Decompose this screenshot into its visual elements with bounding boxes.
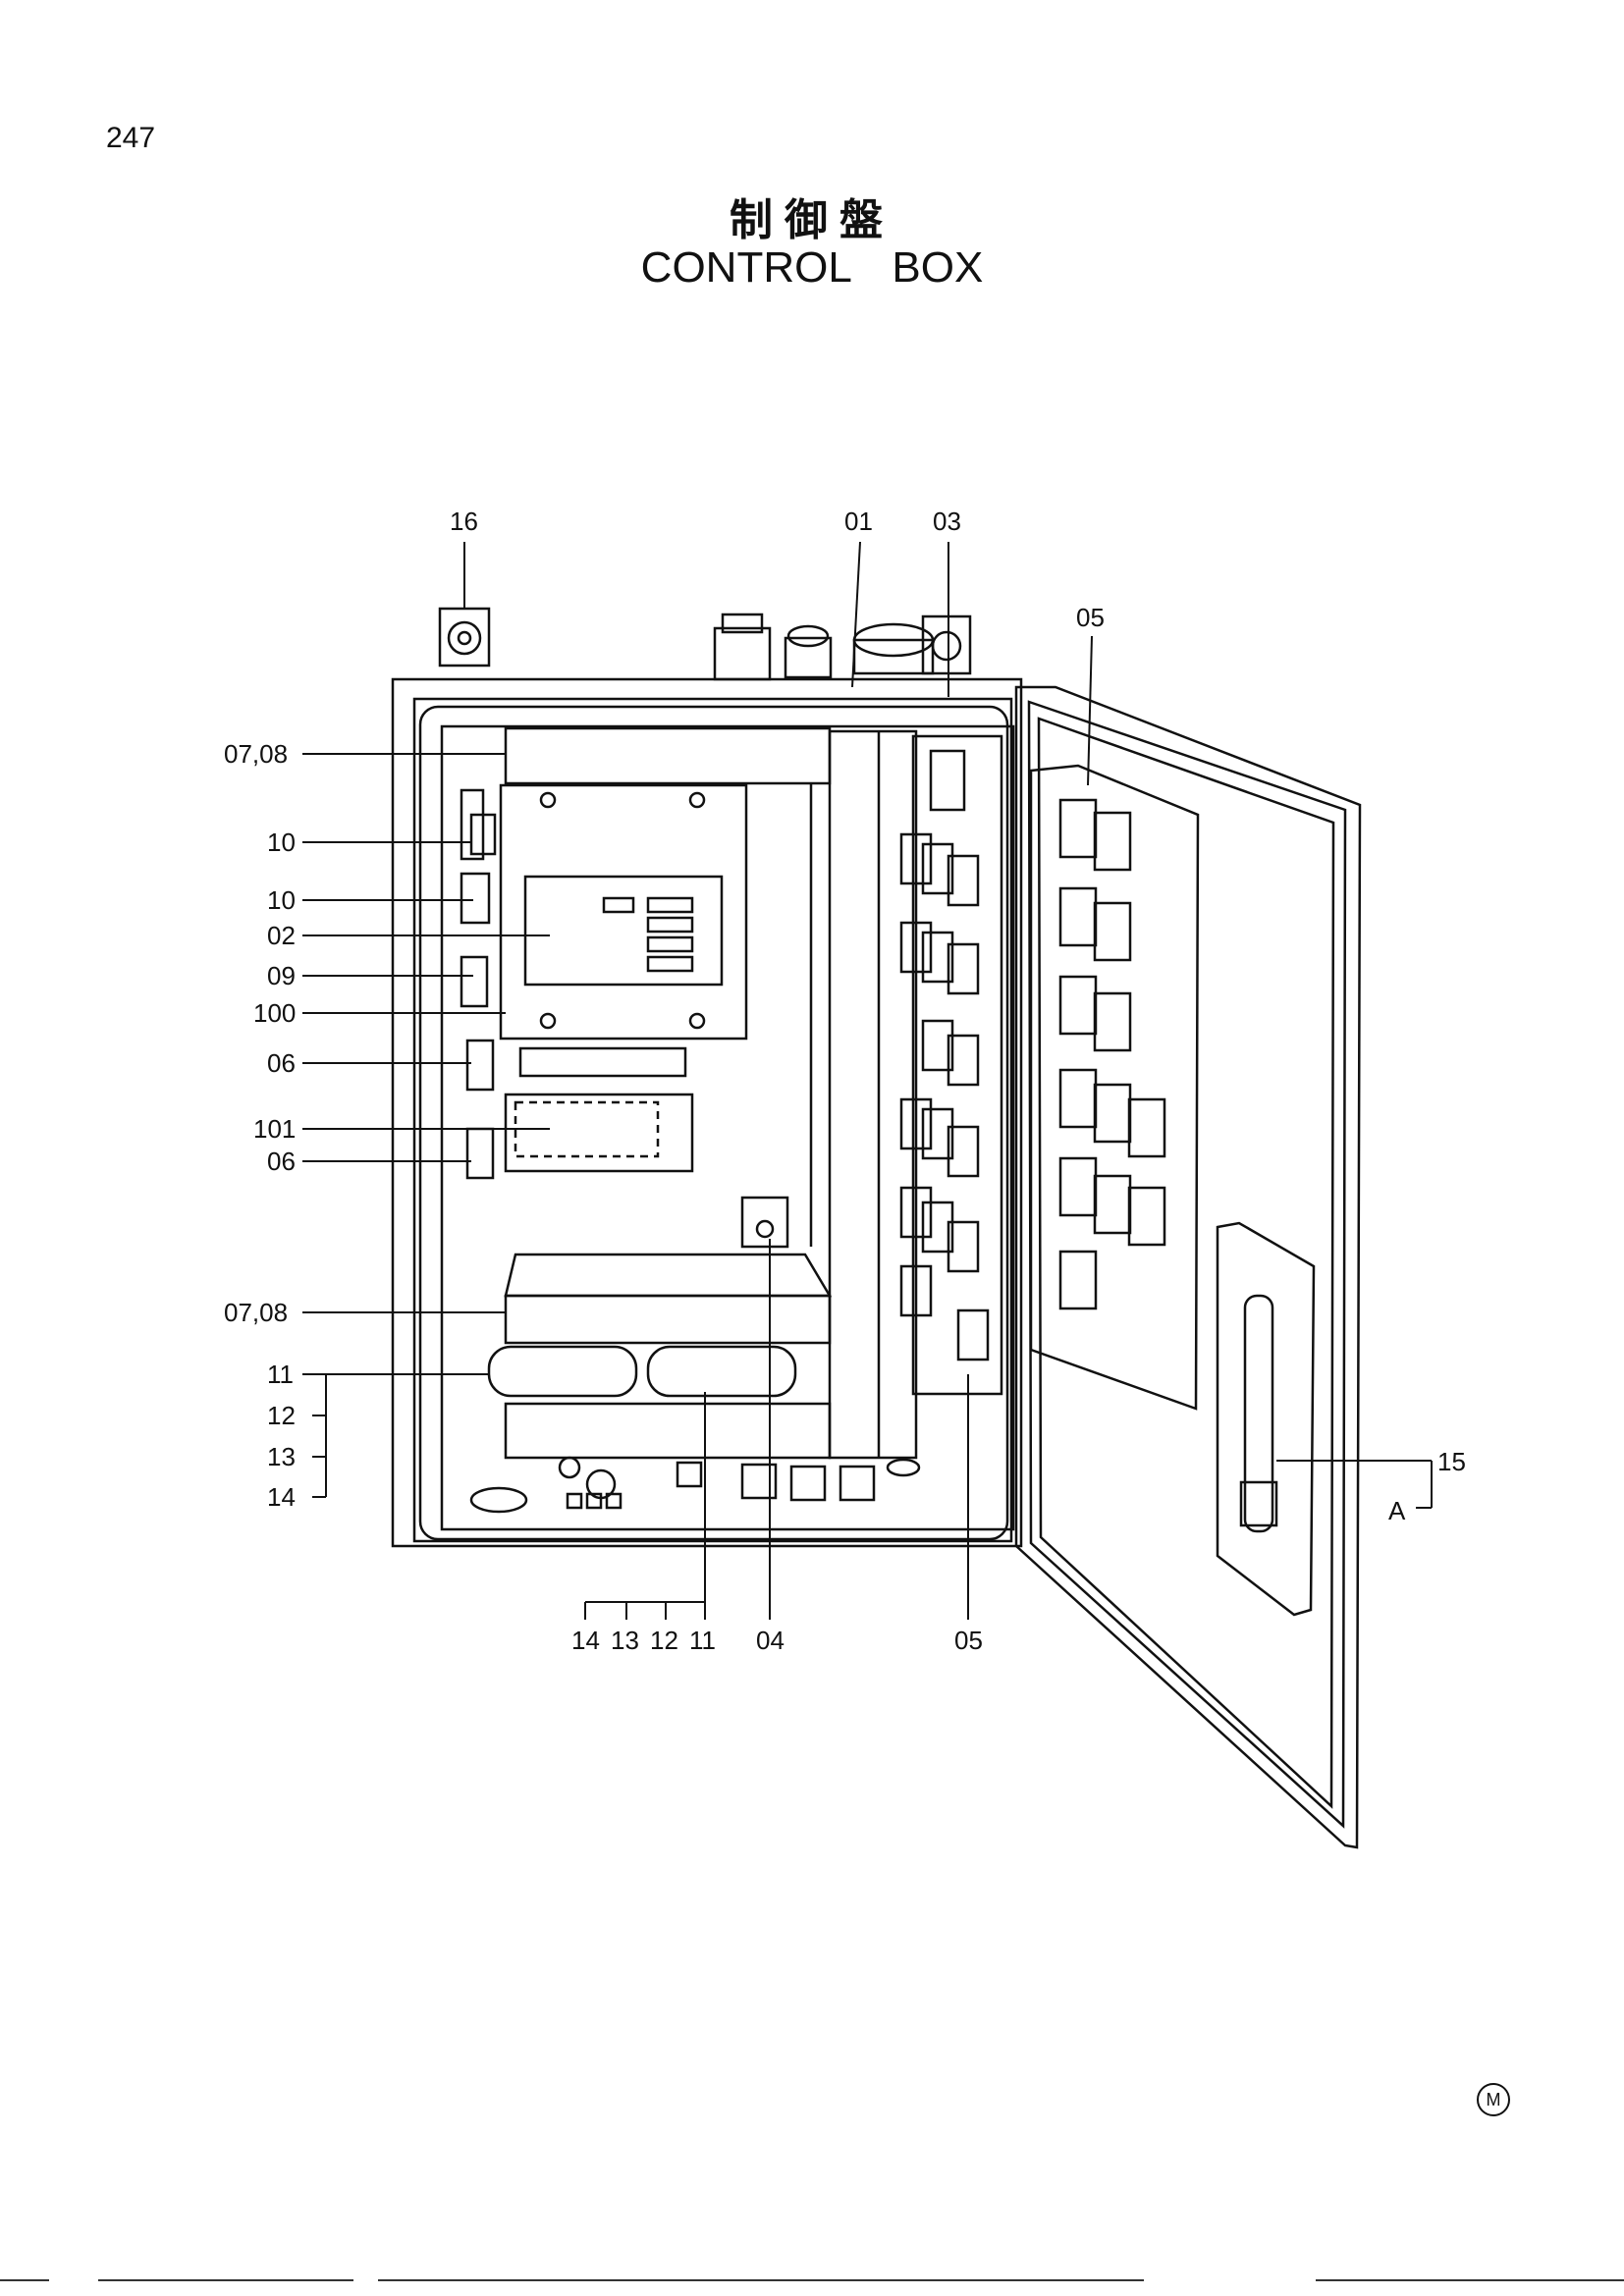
socket <box>740 1196 789 1249</box>
vertical-duct <box>809 729 918 1460</box>
callout-05-top: 05 <box>1076 603 1105 632</box>
callout-13-left: 13 <box>267 1442 296 1471</box>
callout-03: 03 <box>933 507 961 536</box>
callout-16: 16 <box>450 507 478 536</box>
callout-100: 100 <box>253 998 296 1028</box>
footer-rule <box>0 2279 49 2281</box>
callout-05-bottom: 05 <box>954 1626 983 1655</box>
callout-A: A <box>1388 1496 1406 1525</box>
callout-15: 15 <box>1437 1447 1466 1476</box>
callout-07-08-bottom: 07,08 <box>224 1298 288 1327</box>
top-fittings <box>438 607 972 681</box>
page-number: 247 <box>106 122 156 154</box>
callout-11-bottom: 11 <box>689 1626 716 1655</box>
footer-rule <box>378 2279 1144 2281</box>
callout-10-b: 10 <box>267 885 296 915</box>
callout-02: 02 <box>267 921 296 950</box>
cabinet-door <box>1014 685 1362 1849</box>
callout-06-a: 06 <box>267 1048 296 1078</box>
callout-06-b: 06 <box>267 1147 296 1176</box>
callout-14-bottom: 14 <box>571 1626 600 1655</box>
page-title-english: CONTROL BOX <box>640 243 984 292</box>
relay-strip-cabinet <box>899 734 1003 1396</box>
callout-04: 04 <box>756 1626 785 1655</box>
callout-12-left: 12 <box>267 1401 296 1430</box>
page-title-japanese: 制御盤 <box>730 195 894 245</box>
controller-unit <box>499 783 748 1041</box>
callout-07-08-top: 07,08 <box>224 739 288 769</box>
callout-14-left: 14 <box>267 1482 296 1512</box>
left-modules <box>460 788 497 1180</box>
module-unit <box>504 1046 694 1173</box>
callout-11-left: 11 <box>267 1360 294 1389</box>
cabinet-body <box>391 677 1023 1548</box>
top-plate <box>504 726 832 785</box>
callout-13-bottom: 13 <box>611 1626 639 1655</box>
circled-m-mark: M <box>1477 2083 1510 2116</box>
callout-10-a: 10 <box>267 828 296 857</box>
bottom-assembly <box>469 1253 921 1514</box>
leader-lines <box>302 541 1433 1620</box>
callout-01: 01 <box>844 507 873 536</box>
footer-rule <box>98 2279 353 2281</box>
callout-12-bottom: 12 <box>650 1626 678 1655</box>
footer-rule <box>1316 2279 1624 2281</box>
callout-09: 09 <box>267 961 296 990</box>
callout-101: 101 <box>253 1114 296 1144</box>
